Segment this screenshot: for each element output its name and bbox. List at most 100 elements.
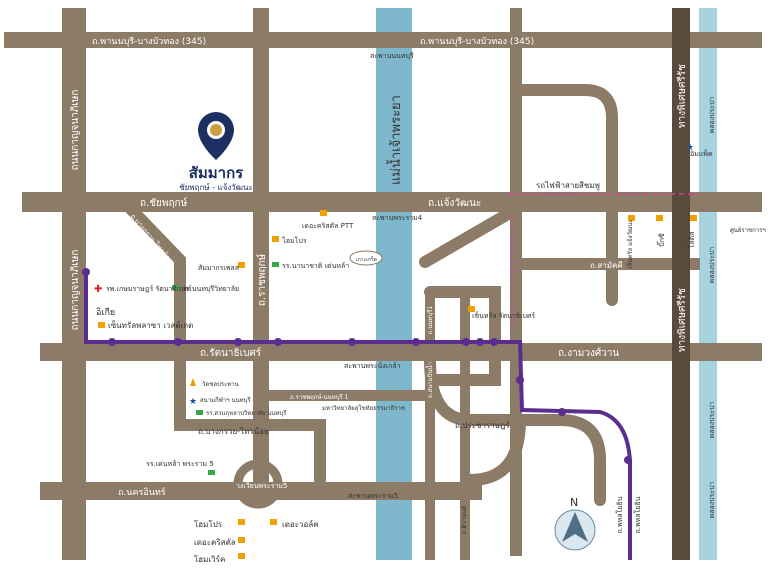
label-canal-3: คลองประปา (708, 401, 716, 438)
label-chaiyaphruek: ถ.ชัยพฤกษ์ (140, 197, 188, 209)
purple-station (412, 338, 420, 346)
place-stou: มหาวิทยาลัยสุโขทัยธรรมาธิราช (322, 404, 405, 412)
shopping-cart-icon (690, 215, 697, 221)
school-icon (172, 285, 179, 290)
shopping-cart-icon (238, 537, 245, 543)
label-chaengwattana: ถ.แจ้งวัฒนะ (428, 197, 481, 209)
place-label: ศูนย์ราชการฯ (730, 226, 766, 234)
label-bridge-rama4: สะพานพระราม4 (372, 214, 423, 222)
place-label: เกาะเกร็ด (356, 255, 377, 263)
pink-line-rail (508, 193, 700, 330)
label-canal-2: คลองประปา (708, 246, 716, 283)
place-label: โฮมเวิร์ค (194, 554, 225, 564)
shopping-cart-icon (468, 306, 475, 312)
purple-station (108, 338, 116, 346)
place-stadium: ★ สนามกีฬาฯ นนทบุรี (189, 396, 251, 407)
place-homepro-2: โฮมโปร (194, 519, 245, 529)
purple-station (82, 268, 90, 276)
place-homework: โฮมเวิร์ค (194, 553, 245, 564)
place-label: เซ็นทรัลพลาซา เวสต์เกต (108, 320, 193, 330)
place-denla-rama5: รร.เด่นหล้า พระราม 5 (146, 460, 215, 475)
place-impact: ★ อิมแพ็ค (686, 143, 713, 158)
school-icon (196, 410, 203, 415)
place-the-crystal-ptt: เดอะคริสตัล PTT (302, 210, 354, 230)
place-label: โฮมโปร (282, 236, 307, 245)
label-sanambinnam: ถ.สนามบินน้ำ (424, 362, 434, 398)
school-icon (272, 262, 279, 267)
place-label: สัมมากรเพลส (198, 264, 240, 272)
label-bridge-rama5: สะพานพระราม5 (348, 492, 398, 500)
place-bigc: บิ๊กซี (656, 215, 666, 247)
purple-station (174, 338, 182, 346)
hospital-cross-icon: ✚ (94, 284, 102, 295)
island-icon (349, 250, 383, 266)
place-label: เดอะวอล์ค (282, 519, 319, 529)
label-phahonyothin-2: ถ.พหลโยธิน (633, 496, 642, 533)
canal-prapa (699, 8, 717, 560)
road-inner-loop (424, 286, 501, 386)
label-tiwanon: ถ.ติวานนท์ (460, 506, 468, 534)
project-tagline: ชัยพฤกษ์ - แจ้งวัฒนะ (179, 182, 253, 192)
place-label: รพ.เกษมราษฎร์ รัตนาธิเบศร์ (106, 285, 192, 293)
place-nonthaburi-college: รร.นนทบุรีวิทยาลัย (172, 285, 239, 293)
label-bridge-phranangklao: สะพานพระนั่งเกล้า (344, 361, 401, 370)
purple-station (348, 338, 356, 346)
label-rattanathibet: ถ.รัตนาธิเบศร์ (200, 347, 262, 359)
place-label: สนามกีฬาฯ นนทบุรี (200, 396, 251, 404)
project-name: สัมมากร (189, 164, 244, 182)
purple-station (234, 338, 242, 346)
place-label: เซ็นทรัล รัตนาธิเบศร์ (472, 311, 535, 320)
place-lotus: โลตัส (687, 215, 697, 248)
road-kanchanaphisek (62, 8, 86, 560)
road-ratchaphruek (253, 8, 269, 488)
road-southeast-loop (464, 414, 526, 486)
label-wongwian: วงเวียนพระราม5 (236, 482, 287, 490)
label-nakhon-in: ถ.นครอินทร์ (118, 486, 166, 498)
place-sammakorn-place: สัมมากรเพลส (198, 262, 245, 272)
north-compass: N (554, 496, 596, 551)
wongwian-rama5-roundabout (233, 459, 283, 509)
shopping-cart-icon (238, 553, 245, 559)
place-label: เดอะคริสตัล (194, 538, 236, 547)
compass-north-label: N (570, 496, 578, 509)
shopping-cart-icon (320, 210, 327, 216)
label-road-345-right: ถ.พานนบุรี-บางบัวทอง (345) (420, 36, 534, 47)
purple-line-rail (84, 272, 632, 560)
place-label: รร.นนทบุรีวิทยาลัย (182, 285, 239, 293)
label-nonthaburi1: ถ.นนทบุรี1 (426, 306, 434, 335)
place-the-walk: เดอะวอล์ค (270, 519, 319, 529)
place-label: รร.เด่นหล้า พระราม 5 (146, 460, 214, 468)
star-icon: ★ (686, 143, 694, 153)
place-label: เดอะคริสตัล PTT (302, 222, 354, 230)
place-label: รร.สวนกุหลาบวิทยาลัย นนทบุรี (206, 409, 287, 417)
label-road-345: ถ.พานนบุรี-บางบัวทอง (345) (92, 36, 206, 47)
label-phitsanulok-upper: ทางพิเศษศรีรัช (676, 64, 688, 128)
label-bangkruai-sainoi-lower: ถ.บางกรวย-ไทรน้อย (198, 427, 269, 436)
label-pink-line: รถไฟฟ้าสายสีชมพู (536, 181, 600, 191)
place-label: มหาวิทยาลัยสุโขทัยธรรมาธิราช (322, 404, 405, 412)
star-icon: ★ (189, 397, 197, 407)
place-label: อิมแพ็ค (690, 149, 713, 158)
shopping-cart-icon (628, 215, 635, 221)
project-pin (198, 112, 234, 160)
north-arrow-icon (562, 512, 588, 542)
shopping-cart-icon (238, 262, 245, 268)
road-chaiyaphruek (22, 192, 762, 212)
place-denla-school: รร.นานาชาติ เด่นหล้า (272, 262, 349, 270)
road-loop-northeast (510, 84, 618, 306)
place-ikea: อิเกีย (96, 307, 115, 318)
purple-station (462, 338, 470, 346)
place-homepro-1: โฮมโปร (272, 236, 307, 245)
label-phahonyothin-1: ถ.พหลโยธิน (615, 496, 624, 533)
place-label: บิ๊กซี (656, 233, 666, 247)
chao-phraya-river (376, 8, 412, 560)
shopping-cart-icon (238, 519, 245, 525)
road-nonthaburi1 (425, 288, 435, 560)
label-canal-4: คลองประปา (708, 481, 716, 518)
school-icon (208, 470, 215, 475)
road-sri-rat-expressway (672, 8, 690, 560)
shopping-cart-icon (656, 215, 663, 221)
place-koh-kret: เกาะเกร็ด (349, 250, 383, 266)
purple-station (558, 408, 566, 416)
shopping-cart-icon (272, 236, 279, 242)
